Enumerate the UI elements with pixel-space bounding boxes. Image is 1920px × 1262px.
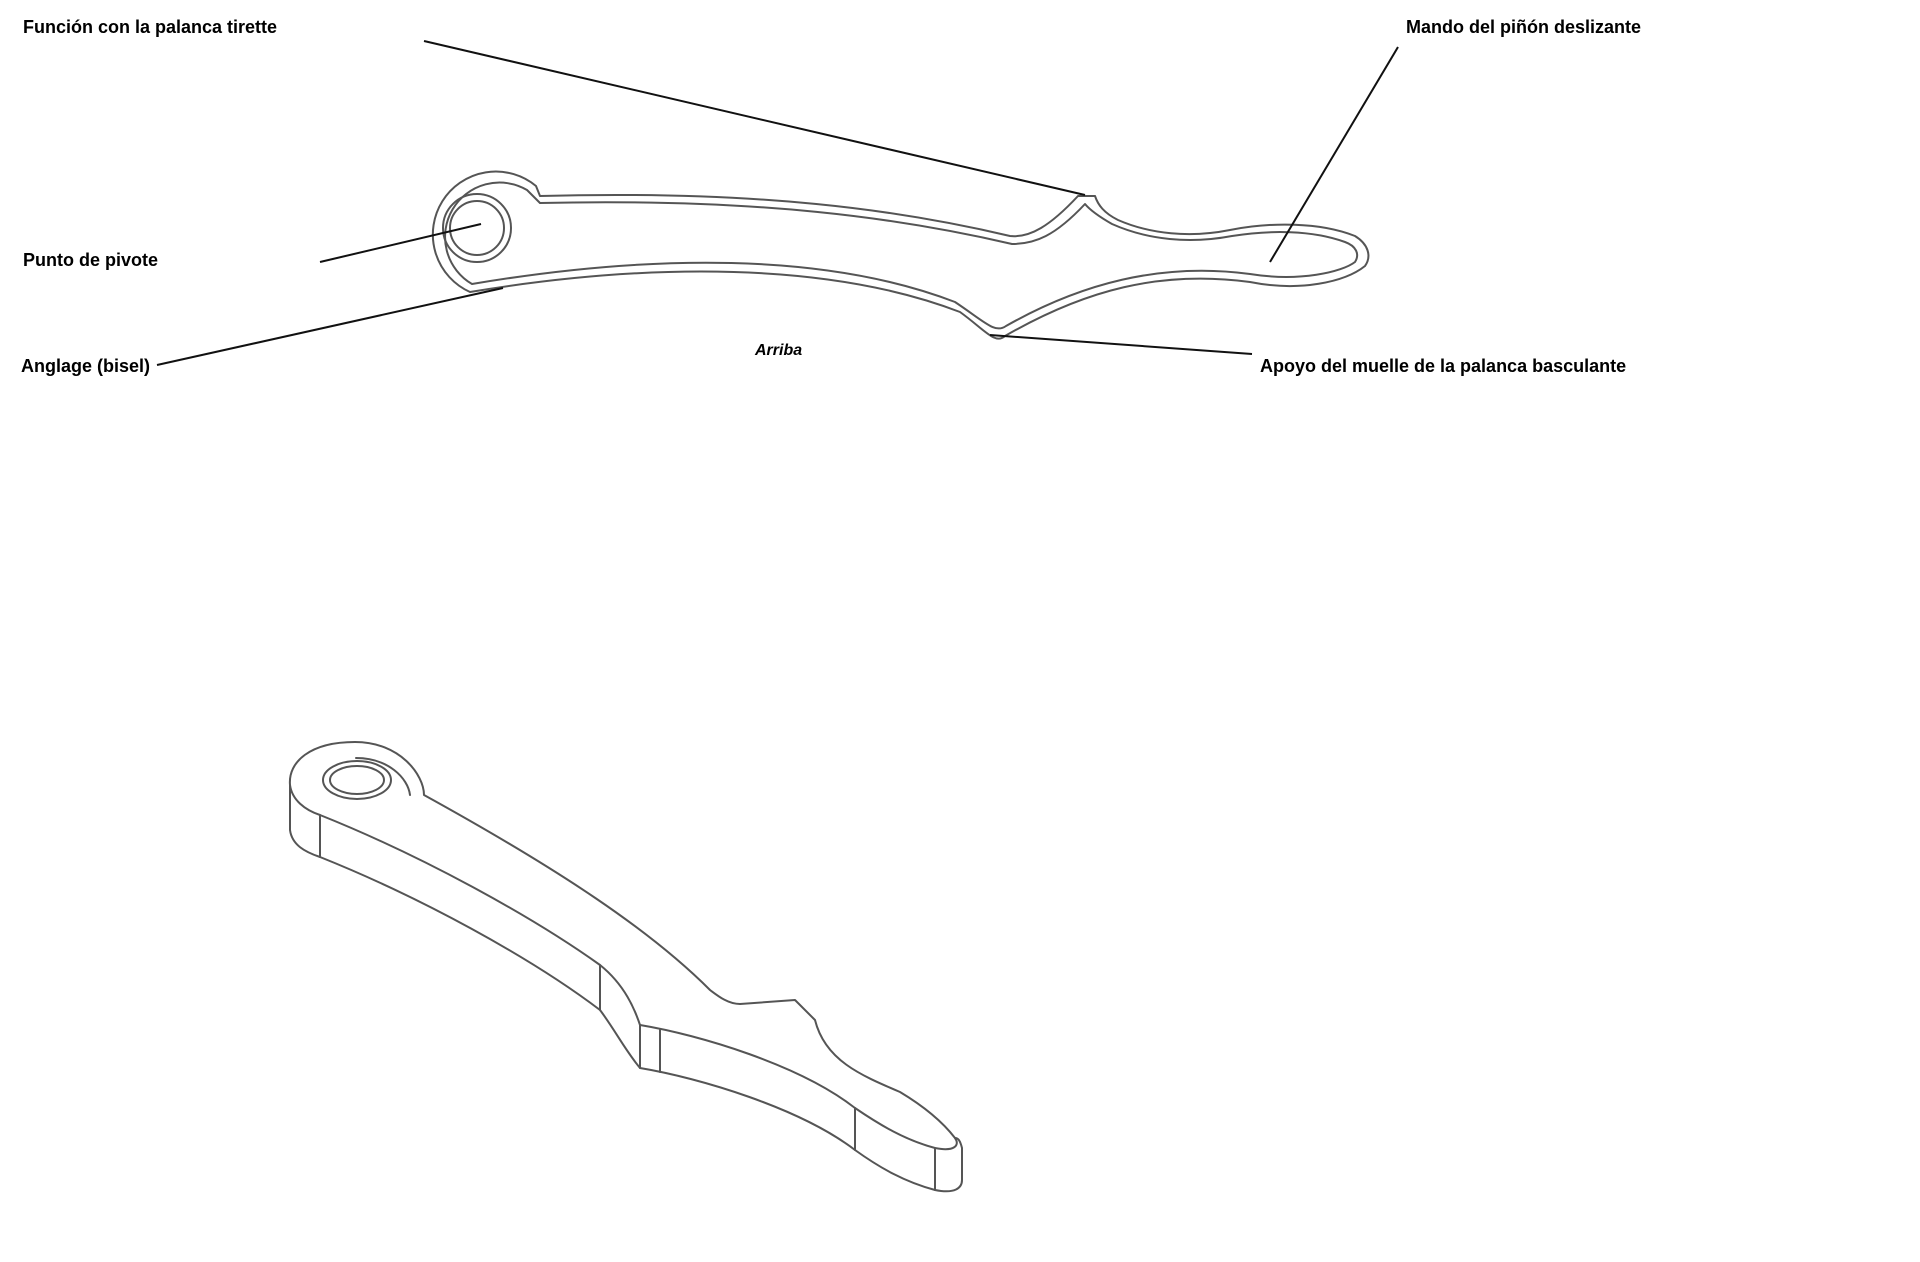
lever-iso-top-face	[288, 741, 958, 1151]
lever-top-outer-outline	[431, 170, 1370, 340]
lever-iso-side-mid	[599, 1009, 641, 1069]
pivot-hole-iso-inner	[329, 765, 385, 795]
lever-iso-inner-ledge	[355, 757, 411, 796]
lever-iso-side-front	[289, 784, 601, 1011]
leader-funcion	[423, 40, 1086, 196]
leader-mando	[1269, 46, 1399, 263]
lever-iso-side-bottom	[639, 1067, 963, 1193]
pivot-hole-inner	[449, 200, 505, 256]
pivot-hole-iso-outer	[322, 760, 392, 800]
pivot-hole-outer	[442, 193, 512, 263]
leader-lines	[156, 40, 1399, 366]
leader-apoyo	[989, 334, 1253, 355]
leader-pivote	[319, 223, 482, 263]
label-apoyo-muelle: Apoyo del muelle de la palanca basculant…	[1260, 356, 1627, 376]
leader-anglage	[156, 287, 504, 366]
label-anglage: Anglage (bisel)	[21, 356, 151, 376]
label-punto-pivote: Punto de pivote	[23, 250, 158, 270]
lever-top-inner-outline	[444, 181, 1359, 330]
label-mando-pinon: Mando del piñón deslizante	[1406, 17, 1642, 37]
label-arriba: Arriba	[755, 342, 803, 359]
lever-isometric-view	[288, 741, 963, 1193]
label-funcion-tirette: Función con la palanca tirette	[23, 17, 278, 37]
lever-top-view	[431, 170, 1370, 340]
